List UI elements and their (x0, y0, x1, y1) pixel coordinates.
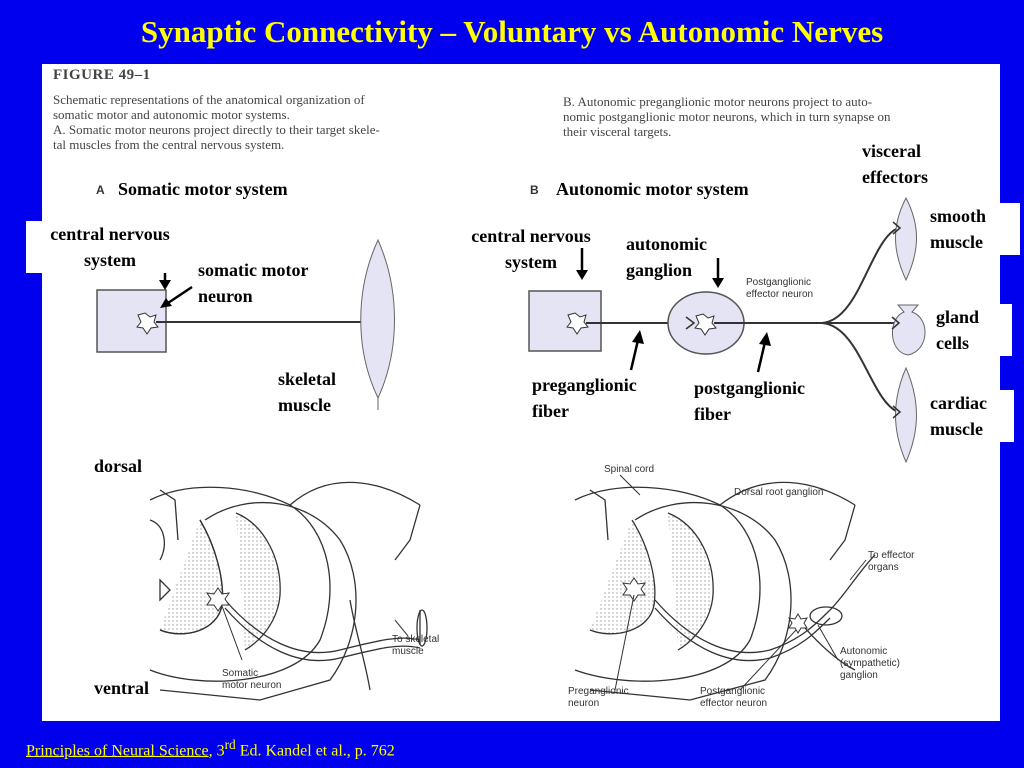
panel-b-letter: B (530, 183, 539, 197)
skeletal-muscle-label: skeletal muscle (278, 369, 336, 415)
cardiac-muscle-label: cardiac muscle (926, 390, 1014, 442)
panel-b-title: Autonomic motor system (556, 179, 749, 199)
panel-a-title: Somatic motor system (118, 179, 288, 199)
preganglionic-neuron-star (621, 577, 647, 602)
smooth-muscle-shape (895, 196, 917, 282)
autonomic-ganglion-small: Autonomic (sympathetic) ganglion (840, 646, 901, 681)
autonomic-ganglion-label: autonomic ganglion (626, 234, 707, 280)
cns-box-b (528, 290, 602, 352)
slide-title: Synaptic Connectivity – Voluntary vs Aut… (140, 14, 884, 49)
to-skeletal-muscle-small: To skeletal muscle (392, 634, 440, 657)
gland-cells-label: gland cells (932, 304, 1012, 356)
citation-footer: Principles of Neural Science, 3rd Ed. Ka… (26, 737, 395, 760)
post-fiber-arrow (756, 341, 767, 373)
branch-smooth (821, 227, 899, 324)
dorsal-label: dorsal (94, 456, 143, 476)
figure-number: FIGURE 49–1 (53, 67, 151, 83)
spinal-cord-b (574, 481, 876, 701)
somatic-motor-neuron-star (205, 587, 231, 612)
somatic-neuron-cell (136, 312, 159, 335)
branch-cardiac (821, 322, 899, 413)
postganglionic-effector-neuron-small: Postganglionic effector neuron (746, 277, 814, 300)
preganglionic-fiber-label: preganglionic fiber (532, 375, 637, 421)
neuron-arrow-a (164, 285, 193, 307)
cns-label-b: central nervous system (471, 226, 591, 272)
postganglionic-fiber-label: postganglionic fiber (694, 378, 806, 424)
dorsal-root-ganglion-small: Dorsal root ganglion (734, 487, 824, 498)
cns-box-a (96, 289, 167, 353)
somatic-motor-neuron-small: Somatic motor neuron (222, 668, 282, 691)
spinal-cord-a (149, 481, 428, 701)
cardiac-muscle-shape (895, 366, 917, 464)
skeletal-muscle-shape (360, 238, 395, 400)
visceral-effectors-label: visceral effectors (862, 141, 928, 187)
gland-cells-shape (891, 304, 926, 356)
to-effector-organs-small: To effector organs (868, 550, 915, 573)
smooth-muscle-label: smooth muscle (926, 203, 1020, 255)
somatic-motor-neuron-label: somatic motor neuron (198, 260, 309, 306)
panel-a-letter: A (96, 183, 105, 197)
postganglionic-neuron-cell (694, 313, 717, 336)
cns-label-a: central nervous system (26, 221, 194, 273)
figure-caption-a: Schematic representations of the anatomi… (53, 92, 380, 152)
postganglionic-effector-neuron-small-2: Postganglionic effector neuron (700, 686, 768, 709)
figure-caption-b: B. Autonomic preganglionic motor neurons… (563, 94, 891, 139)
preganglionic-neuron-small: Preganglionic neuron (568, 686, 629, 709)
pre-fiber-arrow (629, 339, 640, 371)
ventral-label: ventral (94, 678, 149, 698)
preganglionic-neuron-cell (566, 312, 589, 335)
book-link[interactable]: Principles of Neural Science (26, 742, 209, 760)
postganglionic-neuron-star (788, 613, 808, 634)
spinal-cord-small: Spinal cord (604, 464, 655, 475)
